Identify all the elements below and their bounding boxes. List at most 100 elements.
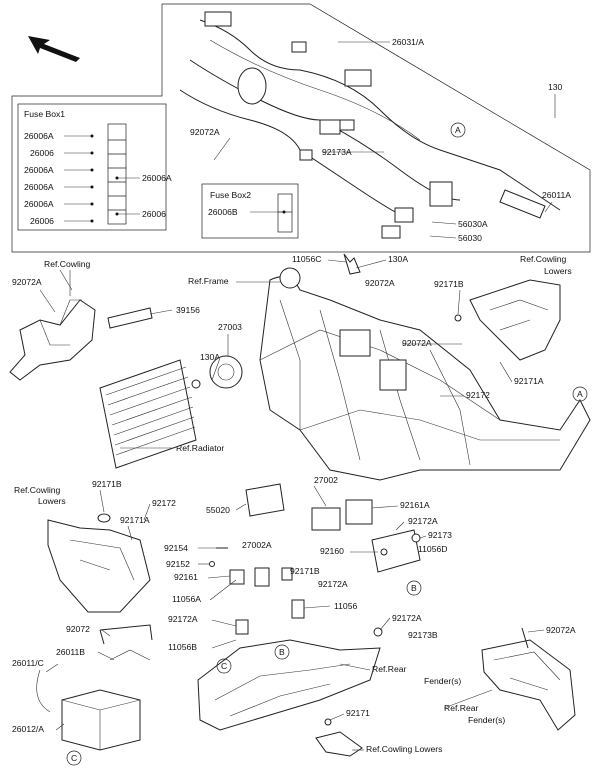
ref-mark-b xyxy=(274,644,290,660)
ref-rear-fender-label: Ref.Rear xyxy=(372,664,407,674)
rear-fender xyxy=(481,627,576,731)
callout-11056A: 11056A xyxy=(172,594,201,604)
callout-92173B: 92173B xyxy=(408,630,438,640)
callout-92072A: 92072A xyxy=(402,338,432,348)
callout-92160: 92160 xyxy=(320,546,344,556)
callout-92072A: 92072A xyxy=(190,127,220,137)
ref-rear-fender-label: Ref.Rear xyxy=(444,703,479,713)
ref-rear-fender-label-2: Fender(s) xyxy=(424,676,461,686)
harness-frame-outline xyxy=(11,3,591,253)
callout-92173A: 92173A xyxy=(322,147,352,157)
callout-26006: 26006 xyxy=(142,209,166,219)
ref-mark-a-label: A xyxy=(577,389,583,399)
callout-130: 130 xyxy=(548,82,563,92)
callout-92172: 92172 xyxy=(466,390,490,400)
callout-11056: 11056 xyxy=(334,601,357,611)
callout-26011A: 26011A xyxy=(542,190,571,200)
shroud-pad xyxy=(107,307,153,329)
callout-92172A: 92172A xyxy=(392,613,422,623)
callout-130A: 130A xyxy=(388,254,408,264)
fuse-box2-panel: Fuse Box2 26006B xyxy=(201,183,299,239)
ref-mark-a-label: A xyxy=(455,125,461,135)
fuse-box1-panel: Fuse Box1 26006A 26006 26006A 26006A 260… xyxy=(17,103,172,231)
callout-11056C: 11056C xyxy=(292,254,321,264)
ref-cowling-lowers-label-2: Lowers xyxy=(544,266,572,276)
radiator xyxy=(99,355,243,469)
callout-92172A: 92172A xyxy=(408,516,438,526)
callout-26011C: 26011/C xyxy=(12,658,44,668)
cowling-lower-right xyxy=(454,279,561,361)
leader-lines xyxy=(45,259,545,751)
callout-92154: 92154 xyxy=(164,543,188,553)
main-harness xyxy=(179,11,561,239)
callout-92072A: 92072A xyxy=(12,277,42,287)
cowling-lower-left xyxy=(47,513,151,613)
relay-box-27002 xyxy=(311,499,421,573)
ecu-cover-55020 xyxy=(245,483,285,517)
ref-cowling-label: Ref.Cowling xyxy=(44,259,91,269)
callout-130A: 130A xyxy=(200,352,220,362)
callout-11056D: 11056D xyxy=(418,544,447,554)
fuse-box1-title: Fuse Box1 xyxy=(24,109,65,119)
callout-92171A: 92171A xyxy=(120,515,150,525)
ref-rear-fender-label-2: Fender(s) xyxy=(468,715,505,725)
callout-92152: 92152 xyxy=(166,559,190,569)
callout-92171B: 92171B xyxy=(434,279,464,289)
ref-mark-b-label: B xyxy=(279,647,285,657)
callout-56030: 56030 xyxy=(458,233,482,243)
callout-26006A: 26006A xyxy=(24,131,54,141)
front-direction-arrow xyxy=(28,36,80,62)
callout-92072: 92072 xyxy=(66,624,90,634)
ref-mark-c-label: C xyxy=(221,661,227,671)
ref-cowling-lowers-label-2: Lowers xyxy=(38,496,66,506)
callout-26006A: 26006A xyxy=(24,182,54,192)
callout-92172: 92172 xyxy=(152,498,176,508)
callout-26006A: 26006A xyxy=(24,165,54,175)
fuse-box2-title: Fuse Box2 xyxy=(210,190,251,200)
callout-27002: 27002 xyxy=(314,475,338,485)
callout-92173: 92173 xyxy=(428,530,452,540)
ref-cowling-lowers-label: Ref.Cowling xyxy=(14,485,61,495)
ref-radiator-label: Ref.Radiator xyxy=(176,443,224,453)
callout-26006A: 26006A xyxy=(142,173,172,183)
callout-92161A: 92161A xyxy=(400,500,430,510)
callout-26006B: 26006B xyxy=(208,207,238,217)
ref-mark-a xyxy=(450,122,466,138)
ref-cowling-lowers-label: Ref.Cowling xyxy=(520,254,567,264)
callout-92161: 92161 xyxy=(174,572,198,582)
callout-39156: 39156 xyxy=(176,305,200,315)
callout-26006: 26006 xyxy=(30,148,54,158)
callout-56030A: 56030A xyxy=(458,219,488,229)
callout-92171B: 92171B xyxy=(290,566,320,576)
battery xyxy=(36,624,153,751)
cowling-stay-bracket xyxy=(9,270,96,381)
ref-mark-b xyxy=(406,580,422,596)
callout-92172A: 92172A xyxy=(168,614,198,624)
motorcycle-frame xyxy=(259,253,591,481)
small-hardware xyxy=(209,547,383,637)
ref-mark-c xyxy=(66,750,82,766)
callout-26006A: 26006A xyxy=(24,199,54,209)
callout-27003: 27003 xyxy=(218,322,242,332)
battery-tray xyxy=(197,639,381,731)
callout-55020: 55020 xyxy=(206,505,230,515)
callout-26012A: 26012/A xyxy=(12,724,44,734)
callout-92171: 92171 xyxy=(346,708,370,718)
callout-92171A: 92171A xyxy=(514,376,544,386)
callout-92072A: 92072A xyxy=(546,625,576,635)
ref-frame-label: Ref.Frame xyxy=(188,276,229,286)
callout-11056B: 11056B xyxy=(168,642,197,652)
callout-92171B: 92171B xyxy=(92,479,122,489)
ref-mark-a xyxy=(572,386,588,402)
callout-26006: 26006 xyxy=(30,216,54,226)
callout-26011B: 26011B xyxy=(56,647,85,657)
callout-92072A: 92072A xyxy=(365,278,395,288)
callout-26031A: 26031/A xyxy=(392,37,424,47)
ref-cowling-lowers-label: Ref.Cowling Lowers xyxy=(366,744,442,754)
cowling-lower-bracket xyxy=(315,718,363,757)
ref-mark-c-label: C xyxy=(71,753,77,763)
callout-92172A: 92172A xyxy=(318,579,348,589)
ref-mark-c xyxy=(216,658,232,674)
callout-27002A: 27002A xyxy=(242,540,272,550)
